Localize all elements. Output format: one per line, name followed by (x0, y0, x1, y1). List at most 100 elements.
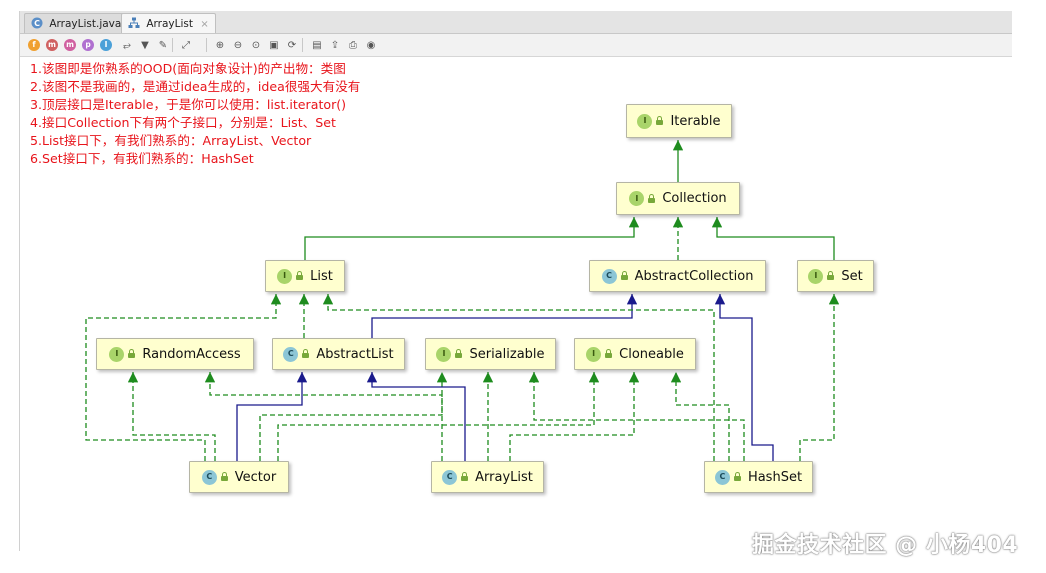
edge-vector-list (85, 294, 282, 461)
diagram-icon (128, 17, 140, 32)
node-list[interactable]: I List (265, 260, 345, 292)
public-lock-icon (220, 472, 229, 482)
node-serializable[interactable]: I Serializable (425, 338, 556, 370)
tab-label: ArrayList.java (49, 18, 122, 30)
node-iterable[interactable]: I Iterable (626, 104, 732, 138)
save-icon[interactable]: ▤ (312, 39, 322, 51)
edge-vector-serializable (259, 372, 448, 461)
public-lock-icon (826, 271, 835, 281)
svg-text:C: C (34, 19, 40, 28)
interface-icon: I (436, 346, 452, 362)
inner-classes-filter-icon[interactable]: I (98, 37, 114, 53)
interface-icon: I (637, 113, 653, 129)
public-lock-icon (460, 472, 469, 482)
edge-arraylist-cloneable (509, 372, 640, 461)
interface-icon: I (277, 268, 293, 284)
toolbar-separator (172, 38, 173, 52)
public-lock-icon (647, 193, 656, 204)
class-icon: C (283, 346, 299, 362)
node-hash-set[interactable]: C HashSet (704, 461, 813, 493)
methods-filter-icon[interactable]: m (62, 37, 78, 53)
class-icon: C (201, 469, 217, 485)
public-lock-icon (655, 116, 664, 126)
note-line: 6.Set接口下，有我们熟系的：HashSet (30, 151, 254, 166)
public-lock-icon (620, 271, 629, 281)
node-label: Iterable (670, 113, 721, 129)
edge-vector-abstractlist (236, 372, 308, 461)
properties-filter-icon[interactable]: p (80, 37, 96, 53)
node-label: HashSet (747, 469, 803, 485)
node-set[interactable]: I Set (797, 260, 874, 292)
node-label: Vector (234, 469, 277, 485)
apply-layout-icon[interactable]: ⟳ (287, 39, 297, 51)
tab-arraylist-java[interactable]: C ArrayList.java × (24, 13, 145, 33)
layout-icon[interactable]: ⤢ (182, 39, 190, 51)
node-label: ArrayList (475, 469, 533, 485)
class-icon: C (601, 268, 617, 284)
filter-icon[interactable]: ▼ (141, 39, 149, 51)
constructors-filter-icon[interactable]: m (44, 37, 60, 53)
node-abstract-collection[interactable]: C AbstractCollection (589, 260, 766, 292)
edge-list-collection (304, 217, 640, 260)
public-lock-icon (127, 349, 136, 359)
tab-arraylist-diagram[interactable]: ArrayList × (121, 13, 216, 33)
public-lock-icon (301, 349, 310, 359)
fit-content-icon[interactable]: ▣ (269, 39, 279, 51)
node-label: Set (841, 268, 863, 284)
watermark: 掘金技术社区 @ 小杨404 (752, 533, 1019, 558)
interface-icon: I (629, 191, 645, 206)
edge-set-collection (711, 217, 835, 260)
node-label: AbstractCollection (634, 268, 754, 284)
dependencies-icon[interactable]: ⥂ (123, 39, 131, 51)
node-collection[interactable]: I Collection (616, 182, 740, 215)
node-label: Serializable (469, 346, 545, 362)
export-icon[interactable]: ⇪ (330, 39, 340, 51)
public-lock-icon (733, 472, 742, 482)
edge-abstractlist-abstractcollection (371, 294, 638, 338)
java-class-file-icon: C (31, 17, 43, 32)
node-label: List (310, 268, 333, 284)
annotation-notes: 1.该图即是你熟系的OOD(面向对象设计)的产出物：类图 2.该图不是我画的，是… (30, 60, 360, 168)
toolbar-separator (206, 38, 207, 52)
actual-size-icon[interactable]: ⊙ (251, 39, 261, 51)
node-vector[interactable]: C Vector (189, 461, 289, 493)
edge-vector-randomaccess (127, 372, 216, 461)
scope-filter-icon[interactable]: ✎ (158, 39, 168, 51)
node-array-list[interactable]: C ArrayList (431, 461, 544, 493)
public-lock-icon (604, 349, 613, 359)
class-icon: C (442, 469, 458, 485)
edge-vector-cloneable (277, 372, 600, 461)
print-icon[interactable]: ⎙ (349, 39, 357, 51)
node-abstract-list[interactable]: C AbstractList (272, 338, 405, 370)
zoom-out-icon[interactable]: ⊖ (233, 39, 243, 51)
note-line: 4.接口Collection下有两个子接口，分别是：List、Set (30, 115, 336, 130)
edge-hashset-cloneable (670, 372, 730, 461)
edge-hashset-serializable (528, 372, 745, 461)
edge-arraylist-randomaccess (204, 372, 443, 461)
node-label: AbstractList (316, 346, 394, 362)
zoom-in-icon[interactable]: ⊕ (215, 39, 225, 51)
node-label: Collection (662, 191, 727, 206)
tab-close-icon[interactable]: × (200, 19, 209, 30)
node-label: Cloneable (619, 346, 684, 362)
edge-hashset-abstractcollection (714, 294, 774, 461)
node-random-access[interactable]: I RandomAccess (96, 338, 254, 370)
note-line: 5.List接口下，有我们熟系的：ArrayList、Vector (30, 133, 312, 148)
interface-icon: I (586, 346, 602, 362)
editor-tab-bar: C ArrayList.java × ArrayList × (20, 11, 1012, 34)
tab-label: ArrayList (146, 18, 193, 30)
note-line: 1.该图即是你熟系的OOD(面向对象设计)的产出物：类图 (30, 61, 346, 76)
print-preview-icon[interactable]: ◉ (366, 39, 376, 51)
class-icon: C (714, 469, 730, 485)
edge-arraylist-abstractlist (366, 372, 466, 461)
public-lock-icon (295, 271, 304, 281)
public-lock-icon (454, 349, 463, 359)
node-cloneable[interactable]: I Cloneable (574, 338, 696, 370)
edge-hashset-set (799, 294, 840, 461)
note-line: 2.该图不是我画的，是通过idea生成的，idea很强大有没有 (30, 79, 361, 94)
edge-arraylist-list (322, 294, 715, 461)
interface-icon: I (808, 268, 824, 284)
fields-filter-icon[interactable]: f (26, 37, 42, 53)
